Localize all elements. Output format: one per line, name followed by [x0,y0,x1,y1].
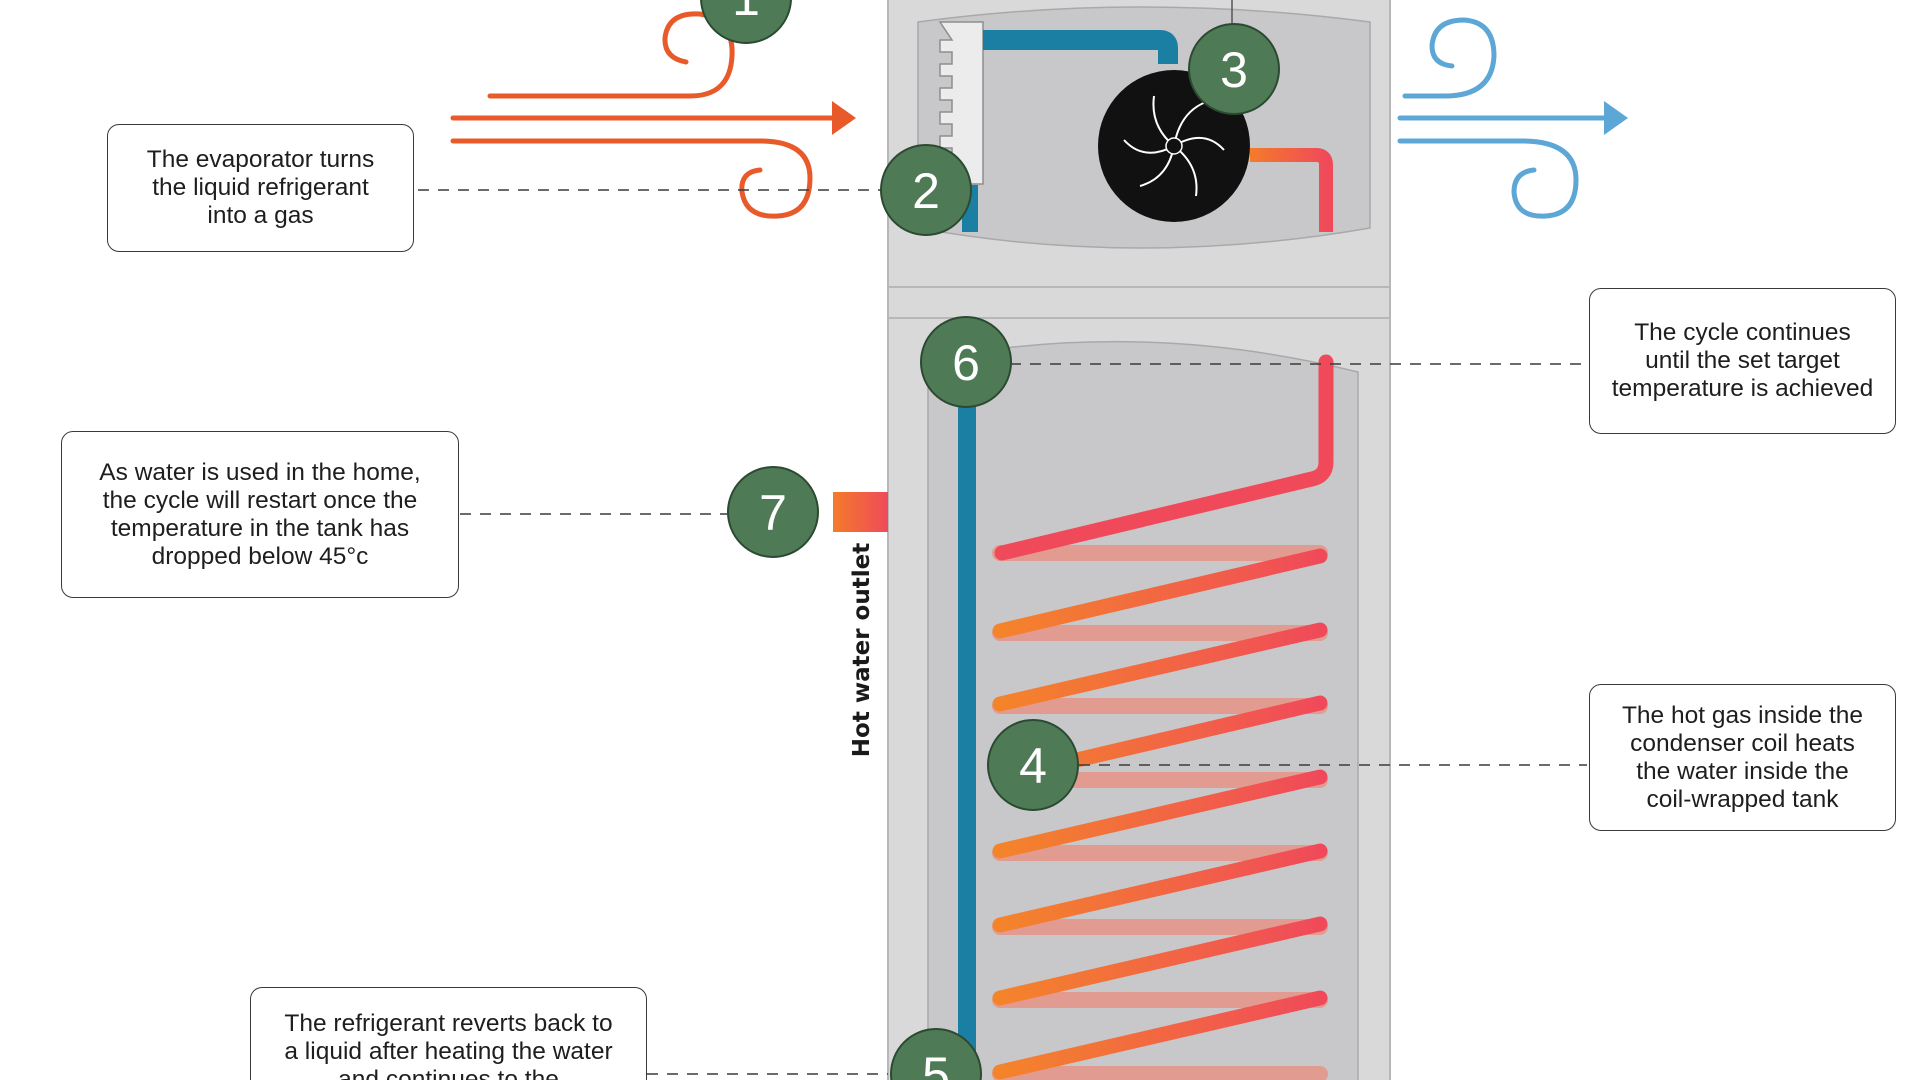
callout-restart: As water is used in the home, the cycle … [61,431,459,598]
svg-text:1: 1 [732,0,760,26]
svg-text:3: 3 [1220,42,1248,98]
callout-refrigerant-reverts: The refrigerant reverts back to a liquid… [250,987,647,1080]
condenser-coil [992,354,1334,1080]
svg-text:2: 2 [912,163,940,219]
svg-text:7: 7 [759,485,787,541]
callout-evaporator: The evaporator turns the liquid refriger… [107,124,414,252]
step-badge-6: 6 [920,316,1012,408]
hot-water-outlet-text: Hot water outlet [849,542,875,758]
step-badge-2: 2 [880,144,972,236]
callout-condenser: The hot gas inside the condenser coil he… [1589,684,1896,831]
step-badge-4: 4 [987,719,1079,811]
step-badge-3: 3 [1188,23,1280,115]
step-badge-1: 1 [700,0,792,44]
svg-text:6: 6 [952,335,980,391]
cool-airflow-arrow-icon [1397,17,1628,219]
step-badge-7: 7 [727,466,819,558]
callout-cycle-continues: The cycle continues until the set target… [1589,288,1896,434]
leader-lines [418,189,1587,1075]
warm-airflow-arrow-icon [450,11,856,219]
step-badge-5: 5 [890,1028,982,1080]
hot-water-outlet-pipe [833,492,888,532]
svg-text:5: 5 [922,1047,950,1080]
svg-text:4: 4 [1019,738,1047,794]
